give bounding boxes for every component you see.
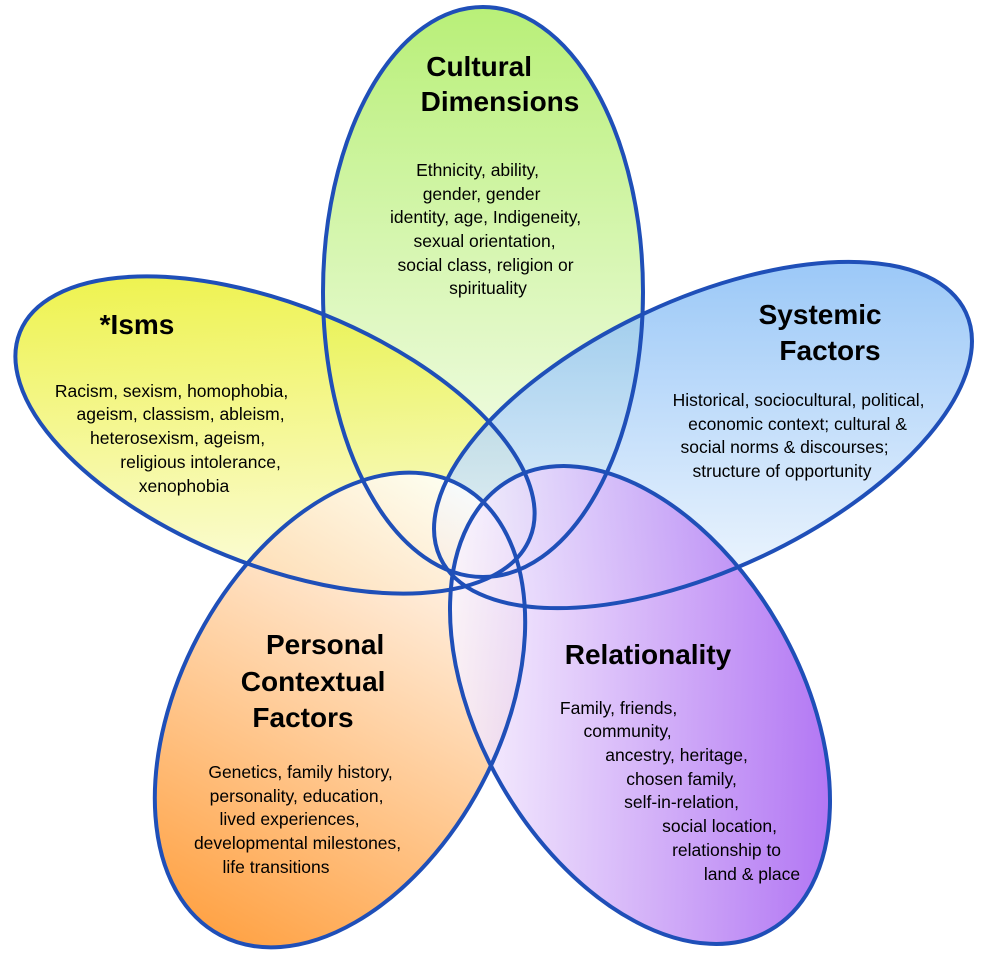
isms-description: Racism, sexism, homophobia, ageism, clas…	[55, 381, 293, 496]
petal-relationality-shape	[450, 466, 830, 944]
outline-isms	[13, 274, 537, 596]
outline-cultural	[321, 5, 645, 579]
systemic-description: Historical, sociocultural, political, ec…	[673, 390, 930, 481]
relationality-title: Relationality	[565, 639, 732, 670]
outline-systemic	[432, 259, 974, 611]
petal-relationality	[450, 466, 830, 944]
personal-title: Personal Contextual Factors	[241, 629, 393, 733]
cultural-description: Ethnicity, ability, gender, gender ident…	[390, 160, 586, 298]
petal-outlines	[13, 5, 974, 950]
isms-title: *Isms	[100, 309, 175, 340]
systemic-title: Systemic Factors	[759, 299, 890, 366]
outline-relationality	[448, 464, 832, 946]
outline-personal	[152, 470, 528, 950]
relationality-description: Family, friends, community, ancestry, he…	[560, 698, 800, 884]
cultural-title: Cultural Dimensions	[421, 51, 580, 117]
personal-description: Genetics, family history, personality, e…	[194, 762, 406, 877]
